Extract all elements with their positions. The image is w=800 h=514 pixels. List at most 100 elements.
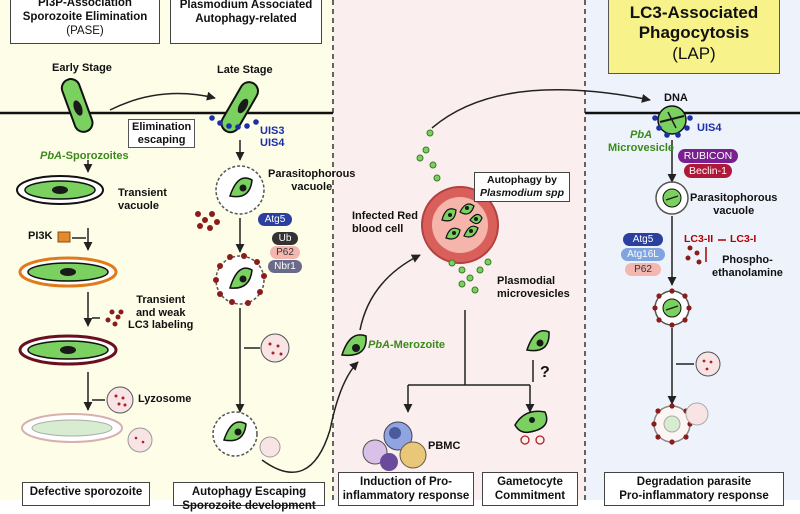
plasmodial-line1: Plasmodial bbox=[497, 275, 556, 287]
nbr1-pill-label: Nbr1 bbox=[268, 260, 302, 273]
lap-atg16l-pill bbox=[621, 248, 665, 261]
lap-outcome-box: Degradation parasite Pro-inflammatory re… bbox=[604, 472, 784, 506]
atg5-pill-label: Atg5 bbox=[258, 213, 292, 226]
pv-autophagy-line2: vacuole bbox=[291, 180, 333, 193]
sporozoites-suffix: -Sporozoites bbox=[62, 150, 129, 162]
autophagy-title-line2: Autophagy-related bbox=[195, 12, 297, 25]
lap-title-box: LC3-Associated Phagocytosis (LAP) bbox=[608, 0, 780, 74]
lap-vacuole bbox=[655, 181, 689, 215]
autophagy-outcome-box: Autophagy Escaping Sporozoite developmen… bbox=[173, 482, 325, 512]
diagram-graphics bbox=[0, 0, 800, 500]
phospho-line1: Phospho- bbox=[722, 254, 773, 266]
pi3k-label: PI3K bbox=[28, 230, 53, 242]
ub-pill-label: Ub bbox=[272, 232, 298, 245]
lyzosome-label: Lyzosome bbox=[138, 393, 192, 405]
pv-autophagy-label: Parasitophorous vacuole bbox=[268, 168, 355, 193]
arrow-elimination-escaping bbox=[109, 91, 216, 111]
infected-rbc-line2: blood cell bbox=[352, 222, 404, 235]
pbmc-cells bbox=[362, 421, 427, 471]
uis3-label: UIS3 bbox=[260, 125, 285, 137]
lap-pv-line2: vacuole bbox=[713, 204, 755, 217]
beclin-label: Beclin-1 bbox=[689, 165, 727, 177]
transient-vacuole-line2: vacuole bbox=[118, 199, 159, 212]
autophagy-by-line2: Plasmodium spp bbox=[479, 186, 564, 199]
transient-vacuole-sporozoite bbox=[16, 175, 104, 205]
plasmodial-microvesicles-label: Plasmodial microvesicles bbox=[497, 275, 570, 300]
transient-weak-line3: LC3 labeling bbox=[128, 319, 194, 332]
pase-outcome-label: Defective sporozoite bbox=[29, 486, 143, 498]
autophagy-outcome-line2: Sporozoite development bbox=[182, 499, 316, 512]
transient-weak-line2: and weak bbox=[135, 306, 186, 319]
degraded-sporozoite bbox=[21, 413, 153, 453]
merozoite-cell bbox=[341, 334, 367, 357]
merozoite-small bbox=[526, 330, 550, 352]
early-stage-sporozoite bbox=[60, 78, 94, 133]
lap-microvesicle-suffix: Microvesicle bbox=[608, 141, 675, 154]
merozoite-prefix: PbA bbox=[368, 339, 390, 351]
merozoite-suffix: -Merozoite bbox=[390, 339, 445, 351]
lc3i-label: LC3-I bbox=[730, 233, 757, 245]
blood-outcome-right-box: Gametocyte Commitment bbox=[482, 472, 578, 506]
sporozoites-label: PbA-Sporozoites bbox=[40, 150, 129, 163]
transient-weak-line1: Transient bbox=[136, 294, 186, 306]
phospho-line2: ethanolamine bbox=[712, 266, 783, 279]
autophagy-title-line1: Plasmodium Associated bbox=[179, 0, 313, 11]
lap-microvesicle-prefix: PbA bbox=[630, 129, 653, 141]
question-mark: ? bbox=[540, 364, 550, 381]
beclin-pill bbox=[684, 164, 732, 178]
phospho-label: Phospho- ethanolamine bbox=[712, 254, 783, 279]
late-stage-sporozoite bbox=[220, 81, 259, 134]
pase-title-abbr: (PASE) bbox=[66, 24, 104, 37]
lap-uis4-label: UIS4 bbox=[697, 122, 722, 134]
pv-autophagy-line1: Parasitophorous bbox=[268, 168, 356, 180]
sporozoites-prefix: PbA bbox=[40, 150, 62, 162]
infected-rbc bbox=[421, 186, 499, 264]
transient-weak-label: Transient and weak LC3 labeling bbox=[128, 294, 193, 332]
lap-outcome-line2: Pro-inflammatory response bbox=[619, 489, 769, 502]
arrow-to-merozoite bbox=[261, 361, 359, 473]
escaping-parasite bbox=[212, 411, 281, 458]
pase-title-line2: Sporozoite Elimination bbox=[22, 10, 148, 23]
plasmodial-line2: microvesicles bbox=[497, 287, 570, 300]
lap-p62-pill bbox=[625, 263, 661, 276]
lysosome-targeted-sporozoite bbox=[18, 334, 118, 366]
parasitophorous-vacuole-autophagy bbox=[215, 165, 265, 215]
lap-atg5-label: Atg5 bbox=[632, 234, 654, 245]
lap-title-line1: LC3-Associated bbox=[629, 3, 759, 22]
lc3ii-label: LC3-II bbox=[684, 233, 714, 245]
infected-rbc-label: Infected Red blood cell bbox=[352, 210, 418, 235]
lap-degradation-vacuole bbox=[651, 402, 709, 445]
plasmodial-microvesicles bbox=[416, 129, 492, 294]
gametocyte-cell bbox=[514, 410, 548, 445]
blood-outcome-right-line2: Commitment bbox=[494, 489, 566, 502]
autophagosome-membrane bbox=[213, 253, 267, 306]
early-stage-label: Early Stage bbox=[52, 62, 112, 74]
elimination-line1: Elimination bbox=[132, 121, 192, 133]
lap-outcome-line1: Degradation parasite bbox=[636, 476, 752, 488]
lap-pv-line1: Parasitophorous bbox=[690, 192, 778, 204]
lap-microvesicle bbox=[652, 105, 693, 138]
arrow-microvesicle-to-lap bbox=[431, 89, 651, 129]
blood-outcome-left-line1: Induction of Pro- bbox=[360, 476, 452, 488]
lc3-dots-lap bbox=[685, 245, 702, 265]
lap-title-line2: Phagocytosis bbox=[638, 23, 750, 43]
infected-rbc-line1: Infected Red bbox=[352, 210, 419, 222]
late-stage-label: Late Stage bbox=[217, 64, 273, 76]
lap-title-abbr: (LAP) bbox=[672, 43, 716, 63]
lc3-dots-pase bbox=[105, 309, 124, 327]
pbmc-label: PBMC bbox=[428, 440, 461, 452]
uis4-label: UIS4 bbox=[260, 137, 285, 149]
pase-outcome-box: Defective sporozoite bbox=[22, 482, 150, 506]
lc3-labeled-sporozoite bbox=[18, 256, 118, 288]
blood-outcome-left-box: Induction of Pro- inflammatory response bbox=[338, 472, 474, 506]
rubicon-pill bbox=[678, 149, 738, 163]
lysosome-autophagy-icon bbox=[260, 333, 290, 363]
arrow-merozoite-to-rbc bbox=[359, 254, 421, 331]
autophagy-title-box: Plasmodium Associated Autophagy-related bbox=[170, 0, 322, 44]
pase-title-box: PI3P-Association Sporozoite Elimination … bbox=[10, 0, 160, 44]
transient-vacuole-label: Transient vacuole bbox=[118, 187, 167, 212]
autophagy-outcome-line1: Autophagy Escaping bbox=[191, 486, 307, 498]
merozoite-label: PbA-Merozoite bbox=[368, 339, 445, 352]
pi3k-icon bbox=[57, 231, 71, 243]
